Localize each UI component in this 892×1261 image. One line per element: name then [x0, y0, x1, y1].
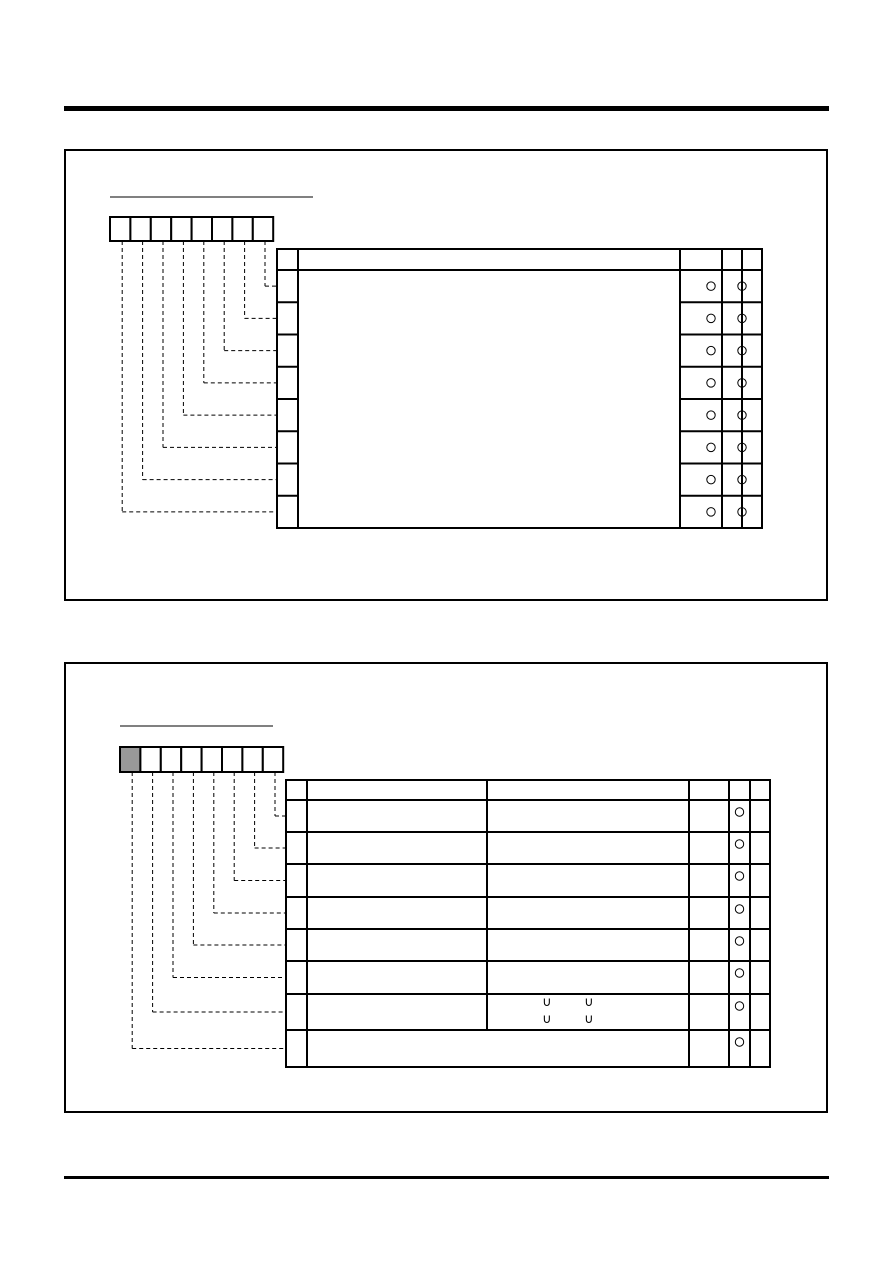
panel1-bit-box-7: [109, 216, 132, 242]
panel2-bit-box-3: [200, 746, 224, 773]
panel1-read-circle-icon: [706, 281, 716, 291]
panel2-circle-icon: [734, 1001, 745, 1011]
panel1-write-circle-icon: [737, 378, 747, 388]
panel1-read-circle-icon: [706, 345, 716, 356]
panel1-bit-box-6: [129, 216, 152, 242]
panel1-read-circle-icon: [706, 507, 716, 517]
panel2-circle-icon: [734, 807, 745, 817]
panel1-read-circle-icon: [706, 313, 716, 324]
register-panel-2: [64, 662, 828, 1113]
panel1-table-frame: [276, 248, 763, 529]
panel2-circle-icon: [734, 1037, 745, 1047]
panel1-write-circle-icon: [737, 474, 747, 485]
panel1-bit-box-3: [190, 216, 214, 242]
panel2-union-glyph-1: ∪: [584, 995, 594, 1010]
top-rule: [64, 106, 829, 111]
panel2-union-glyph-0: ∪: [542, 995, 552, 1010]
panel2-circle-icon: [734, 839, 745, 849]
panel2-circle-icon: [734, 968, 745, 978]
panel1-write-circle-icon: [737, 442, 747, 453]
panel2-bit-box-5: [159, 746, 183, 773]
panel1-write-circle-icon: [737, 313, 747, 324]
panel2-bit-box-1: [241, 746, 264, 773]
panel1-read-circle-icon: [706, 474, 716, 485]
panel1-bit-box-5: [149, 216, 173, 242]
panel1-write-circle-icon: [737, 345, 747, 356]
panel2-bit-box-2: [221, 746, 244, 773]
panel1-write-circle-icon: [737, 507, 747, 517]
panel1-read-circle-icon: [706, 410, 716, 420]
register-panel-1: [64, 149, 828, 601]
panel1-read-circle-icon: [706, 378, 716, 388]
panel1-write-circle-icon: [737, 281, 747, 291]
panel1-read-circle-icon: [706, 442, 716, 453]
panel2-union-glyph-2: ∪: [542, 1012, 552, 1027]
panel2-circle-icon: [734, 871, 745, 881]
bottom-rule: [64, 1176, 829, 1179]
panel2-circle-icon: [734, 904, 745, 914]
panel2-bit-box-0: [261, 746, 285, 773]
panel2-bit-box-7: [119, 746, 142, 773]
panel1-bit-box-1: [231, 216, 254, 242]
panel1-write-circle-icon: [737, 410, 747, 420]
panel2-circle-icon: [734, 936, 745, 946]
panel1-bit-box-2: [211, 216, 234, 242]
panel2-union-glyph-3: ∪: [584, 1012, 594, 1027]
panel2-bit-box-6: [139, 746, 162, 773]
panel1-bit-box-0: [251, 216, 275, 242]
panel1-bit-box-4: [170, 216, 193, 242]
panel2-bit-box-4: [180, 746, 203, 773]
panel2-table-frame: [285, 779, 771, 1068]
